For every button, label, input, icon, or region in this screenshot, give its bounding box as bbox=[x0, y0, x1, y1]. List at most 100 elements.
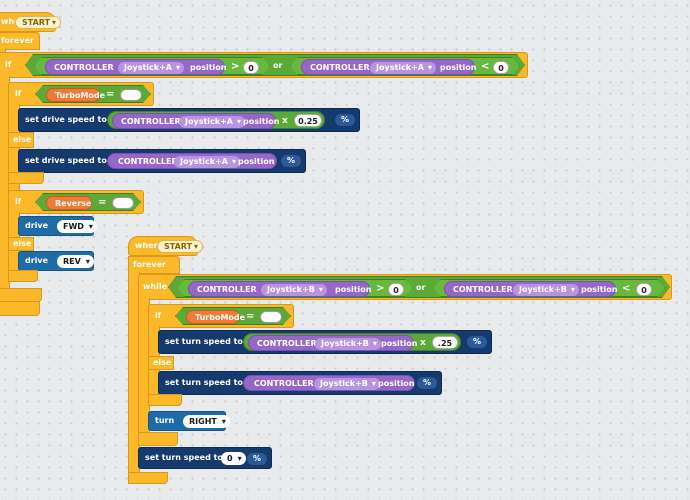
multiply-operator[interactable]: CONTROLLER Joystick+A position x 0.25 bbox=[107, 111, 325, 129]
position-label: position bbox=[381, 339, 418, 348]
eq-reverse[interactable]: Reverse = bbox=[35, 193, 141, 211]
eq-turbomode-2[interactable]: TurboMode = bbox=[175, 307, 291, 325]
position-label: position bbox=[581, 285, 618, 294]
drive-fwd-block[interactable]: drive FWD bbox=[18, 216, 97, 236]
event-dropdown[interactable]: START bbox=[15, 16, 62, 29]
lt-symbol: < bbox=[481, 61, 490, 72]
joystick-b-dropdown[interactable]: Joystick+B bbox=[261, 284, 327, 296]
eq-symbol: = bbox=[246, 311, 255, 322]
turbomode-label: TurboMode bbox=[55, 91, 106, 100]
if-turbo-foot-2 bbox=[148, 394, 182, 406]
percent-dropdown[interactable]: % bbox=[467, 336, 487, 348]
joystick-b-dropdown[interactable]: Joystick+B bbox=[314, 378, 380, 390]
percent-dropdown[interactable]: % bbox=[417, 377, 437, 389]
if-turbomode-block-2[interactable]: if TurboMode = bbox=[148, 304, 294, 328]
turbomode-variable[interactable]: TurboMode bbox=[186, 310, 240, 324]
turn-label: turn bbox=[155, 416, 175, 425]
drive-label: drive bbox=[25, 221, 49, 230]
controller-joystick-a-position-4[interactable]: CONTROLLER Joystick+A position bbox=[107, 153, 277, 169]
lt-value-input-2[interactable]: 0 bbox=[636, 283, 652, 296]
controller-joystick-a-position-1[interactable]: CONTROLLER Joystick+A position bbox=[45, 59, 225, 75]
forever-label: forever bbox=[1, 36, 34, 45]
set-turn-speed-block-1[interactable]: set turn speed to CONTROLLER Joystick+B … bbox=[158, 330, 492, 354]
eq-turbomode[interactable]: TurboMode = bbox=[35, 85, 151, 103]
else-label: else bbox=[13, 135, 32, 144]
drive-rev-block[interactable]: drive REV bbox=[18, 251, 94, 271]
joystick-a-dropdown[interactable]: Joystick+A bbox=[370, 62, 436, 74]
reverse-variable[interactable]: Reverse bbox=[46, 196, 92, 210]
zero-value: 0 bbox=[227, 454, 233, 463]
turn-speed-value-dropdown[interactable]: 0 bbox=[221, 452, 246, 465]
controller-joystick-b-position-2[interactable]: CONTROLLER Joystick+B position bbox=[444, 281, 616, 297]
else-label: else bbox=[153, 358, 172, 367]
gt-value-input[interactable]: 0 bbox=[243, 61, 259, 74]
when-start-hat-1[interactable]: when START bbox=[0, 12, 62, 32]
lt-symbol: < bbox=[622, 283, 631, 294]
when-start-hat-2[interactable]: when START bbox=[128, 236, 204, 256]
if-turbomode-block[interactable]: if TurboMode = bbox=[8, 82, 154, 106]
turbomode-toggle[interactable] bbox=[120, 89, 142, 101]
or-label: or bbox=[273, 61, 283, 70]
if-reverse-block[interactable]: if Reverse = bbox=[8, 190, 144, 214]
event-dropdown[interactable]: START bbox=[157, 240, 204, 253]
forever-label: forever bbox=[133, 260, 166, 269]
controller-joystick-a-position-2[interactable]: CONTROLLER Joystick+A position bbox=[301, 59, 475, 75]
joystick-b-dropdown[interactable]: Joystick+B bbox=[513, 284, 579, 296]
joystick-b-dropdown[interactable]: Joystick+B bbox=[315, 338, 381, 350]
controller-label: CONTROLLER bbox=[121, 117, 181, 126]
gt-value-input-2[interactable]: 0 bbox=[388, 283, 404, 296]
percent-dropdown[interactable]: % bbox=[335, 114, 355, 126]
if-label: if bbox=[15, 89, 22, 98]
set-turn-speed-block-2[interactable]: set turn speed to CONTROLLER Joystick+B … bbox=[158, 371, 442, 395]
turn-right-block[interactable]: turn RIGHT bbox=[148, 411, 230, 431]
gt-comparison[interactable]: CONTROLLER Joystick+A position > 0 bbox=[34, 57, 270, 75]
while-label: while bbox=[143, 282, 167, 291]
reverse-toggle[interactable] bbox=[112, 197, 134, 209]
multiply-operator-2[interactable]: CONTROLLER Joystick+B position x .25 bbox=[243, 333, 461, 351]
eq-symbol: = bbox=[98, 197, 107, 208]
lt-value-input[interactable]: 0 bbox=[493, 61, 509, 74]
when-label: when bbox=[1, 17, 26, 26]
drive-direction-dropdown[interactable]: REV bbox=[57, 255, 94, 268]
multiplier-input-2[interactable]: .25 bbox=[432, 336, 458, 349]
forever-block-1[interactable]: forever bbox=[0, 32, 40, 50]
percent-dropdown[interactable]: % bbox=[281, 155, 301, 167]
joystick-a-dropdown[interactable]: Joystick+A bbox=[174, 156, 240, 168]
lt-comparison[interactable]: CONTROLLER Joystick+A position < 0 bbox=[290, 57, 520, 75]
controller-joystick-b-position-3[interactable]: CONTROLLER Joystick+B position bbox=[248, 335, 418, 351]
turbomode-label: TurboMode bbox=[195, 313, 246, 322]
position-label: position bbox=[243, 117, 280, 126]
joystick-a-dropdown[interactable]: Joystick+A bbox=[179, 116, 245, 128]
set-drive-speed-block-1[interactable]: set drive speed to CONTROLLER Joystick+A… bbox=[18, 108, 360, 132]
turbomode-variable[interactable]: TurboMode bbox=[46, 88, 100, 102]
gt-symbol: > bbox=[376, 283, 385, 294]
multiplier-input[interactable]: 0.25 bbox=[294, 114, 322, 127]
lt-comparison-2[interactable]: CONTROLLER Joystick+B position < 0 bbox=[433, 279, 665, 297]
percent-dropdown[interactable]: % bbox=[247, 453, 267, 465]
joystick-a-value: Joystick+A bbox=[180, 157, 228, 166]
position-label: position bbox=[238, 157, 275, 166]
gt-comparison-2[interactable]: CONTROLLER Joystick+B position > 0 bbox=[177, 279, 413, 297]
controller-joystick-b-position-1[interactable]: CONTROLLER Joystick+B position bbox=[188, 281, 370, 297]
drive-direction-dropdown[interactable]: FWD bbox=[57, 220, 97, 233]
turn-direction-dropdown[interactable]: RIGHT bbox=[183, 415, 230, 428]
joystick-a-value: Joystick+A bbox=[124, 63, 172, 72]
or-operator-2[interactable]: CONTROLLER Joystick+B position > 0 or CO… bbox=[168, 276, 670, 298]
forever-foot-2 bbox=[128, 472, 168, 484]
controller-joystick-b-position-4[interactable]: CONTROLLER Joystick+B position bbox=[243, 375, 415, 391]
drive-label: drive bbox=[25, 256, 49, 265]
if-turbo-foot bbox=[8, 172, 44, 184]
forever-foot-1 bbox=[0, 300, 40, 316]
controller-label: CONTROLLER bbox=[118, 157, 178, 166]
controller-joystick-a-position-3[interactable]: CONTROLLER Joystick+A position bbox=[112, 113, 280, 129]
set-drive-speed-label: set drive speed to bbox=[25, 115, 107, 124]
if-outer-foot bbox=[0, 288, 42, 302]
joystick-b-value: Joystick+B bbox=[321, 339, 369, 348]
or-operator[interactable]: CONTROLLER Joystick+A position > 0 or CO… bbox=[25, 54, 525, 76]
forever-block-2[interactable]: forever bbox=[128, 256, 180, 274]
set-turn-speed-block-3[interactable]: set turn speed to 0 % bbox=[138, 447, 272, 469]
joystick-a-dropdown[interactable]: Joystick+A bbox=[118, 62, 184, 74]
turbomode-toggle[interactable] bbox=[260, 311, 282, 323]
joystick-b-value: Joystick+B bbox=[320, 379, 368, 388]
set-drive-speed-block-2[interactable]: set drive speed to CONTROLLER Joystick+A… bbox=[18, 149, 306, 173]
